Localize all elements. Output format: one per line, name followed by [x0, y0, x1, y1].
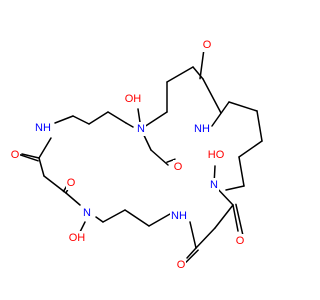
- label-background: [124, 92, 142, 106]
- label-background: [235, 234, 245, 248]
- atom-label-o: O: [202, 38, 212, 52]
- bond-line: [166, 66, 194, 83]
- atom-text: OH: [125, 93, 142, 105]
- bond-line: [38, 137, 52, 159]
- label-background: [136, 122, 146, 136]
- atom-label-nh: NH: [34, 121, 52, 135]
- atom-text: O: [177, 259, 186, 271]
- bond-line: [225, 185, 245, 191]
- bond-line: [65, 192, 81, 206]
- atom-label-o: O: [235, 234, 245, 248]
- label-background: [10, 148, 20, 162]
- bond-line: [38, 157, 45, 177]
- bond-line: [102, 209, 126, 223]
- bond-line: [238, 140, 263, 158]
- bond-line: [195, 227, 216, 249]
- bond-line: [125, 122, 134, 128]
- atom-label-o: O: [10, 148, 20, 162]
- atom-text: NH: [194, 123, 210, 135]
- atom-label-o: O: [173, 160, 183, 174]
- atom-text: O: [236, 235, 245, 247]
- structure-canvas: O OH N O NH NH O HO N O O N OH NH O: [10, 38, 263, 272]
- label-background: [202, 38, 212, 52]
- label-background: [207, 148, 225, 162]
- bond-line: [21, 153, 40, 159]
- bond-line: [202, 78, 222, 114]
- atom-label-n: N: [209, 178, 219, 192]
- label-background: [68, 231, 86, 245]
- atom-label-o: O: [176, 258, 186, 272]
- bond-line: [148, 213, 171, 227]
- atom-text: N: [137, 123, 145, 135]
- atom-text: NH: [35, 122, 51, 134]
- molecule-diagram: O OH N O NH NH O HO N O O N OH NH O: [10, 38, 263, 272]
- atom-label-o: O: [66, 176, 76, 190]
- atom-label-nh: NH: [193, 122, 211, 136]
- bond-line: [124, 209, 150, 227]
- double-bond-line: [235, 203, 244, 237]
- double-bond-line: [166, 158, 176, 163]
- atom-text: NH: [171, 210, 187, 222]
- atom-text: N: [210, 179, 218, 191]
- bond-line: [54, 115, 74, 124]
- bond-line: [192, 66, 204, 80]
- atom-label-oh: OH: [68, 231, 86, 245]
- atom-label-ho: HO: [207, 148, 225, 162]
- label-background: [66, 176, 76, 190]
- bond-line: [214, 204, 234, 229]
- label-background: [173, 160, 183, 174]
- atom-text: O: [174, 161, 183, 173]
- double-bond-line: [185, 249, 199, 263]
- bond-line: [88, 111, 109, 125]
- bond-line: [150, 149, 169, 166]
- atom-label-n: N: [136, 122, 146, 136]
- atom-label-nh: NH: [170, 209, 188, 223]
- label-background: [209, 178, 219, 192]
- atom-text: HO: [208, 149, 225, 161]
- atom-text: O: [11, 149, 20, 161]
- label-background: [170, 209, 188, 223]
- atom-label-oh: OH: [124, 92, 142, 106]
- label-background: [176, 258, 186, 272]
- atom-text: N: [83, 207, 91, 219]
- atom-text: OH: [69, 232, 86, 244]
- bond-line: [189, 221, 197, 249]
- atom-text: O: [203, 39, 212, 51]
- atom-label-n: N: [82, 206, 92, 220]
- label-background: [34, 121, 52, 135]
- bond-line: [79, 221, 86, 233]
- bond-line: [72, 115, 90, 125]
- bond-line: [238, 156, 245, 187]
- label-background: [193, 122, 211, 136]
- double-bond-line: [199, 47, 205, 80]
- bond-line: [95, 216, 104, 223]
- bond-line: [256, 110, 263, 142]
- bond-line: [107, 111, 127, 124]
- atom-text: O: [67, 177, 76, 189]
- double-bond-line: [16, 153, 39, 162]
- bond-line: [232, 204, 239, 232]
- bond-line: [186, 247, 197, 259]
- label-background: [82, 206, 92, 220]
- bond-line: [211, 101, 230, 127]
- bond-line: [43, 175, 67, 194]
- bond-line: [228, 101, 258, 112]
